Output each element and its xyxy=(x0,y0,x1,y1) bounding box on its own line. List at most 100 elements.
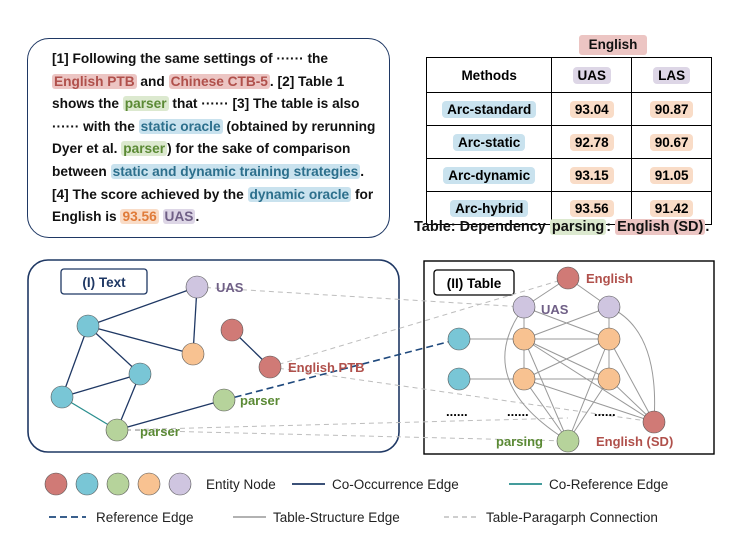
node-las-header xyxy=(597,295,621,319)
co-occurrence-edge xyxy=(87,286,198,327)
method-label: Arc-hybrid xyxy=(450,199,529,217)
node-uas-header xyxy=(512,295,536,319)
header-las: LAS xyxy=(631,57,712,93)
las-cell: 90.67 xyxy=(631,125,712,159)
text-segment: (obtained by rerunning Dyer et al. xyxy=(52,118,376,157)
connection-edge xyxy=(269,366,655,423)
table-structure-edge xyxy=(523,306,610,340)
method-cell: Arc-standard xyxy=(425,92,553,126)
text-graph-title: (I) Text xyxy=(82,275,126,290)
las-cell: 91.05 xyxy=(631,158,712,192)
entity-parser: parser xyxy=(122,96,169,112)
legend-table-structure: Table-Structure Edge xyxy=(273,510,400,525)
caption-mid: : xyxy=(606,219,616,235)
label-english-ptb: English PTB xyxy=(288,360,365,375)
text-graph-title-box xyxy=(60,268,148,295)
entity-dynamic-oracle: dynamic oracle xyxy=(247,186,352,202)
uas-cell: 92.78 xyxy=(551,125,633,159)
uas-cell: 93.04 xyxy=(551,92,633,126)
entity-chinese-ctb: Chinese CTB-5 xyxy=(168,73,270,89)
text-segment: [1] Following the same settings of ·····… xyxy=(52,51,329,66)
legend-node-orange xyxy=(137,472,161,496)
header-uas: UAS xyxy=(551,57,633,93)
connection-edge xyxy=(196,286,525,308)
reference-edge xyxy=(223,338,460,401)
las-value: 91.05 xyxy=(649,166,694,184)
text-segment: that ······ [3] The table is also ······… xyxy=(52,96,360,134)
caption-prefix: Table: Dependency xyxy=(414,219,550,235)
table-graph-title-box xyxy=(433,269,515,296)
method-cell: Arc-static xyxy=(425,125,553,159)
text-segment: . [4] The score achieved by the xyxy=(52,163,365,202)
entity-static-oracle: static oracle xyxy=(138,118,223,134)
table-graph-title: (II) Table xyxy=(447,276,502,291)
text-graph-panel xyxy=(27,259,400,453)
co-occurrence-edge xyxy=(116,399,225,431)
entity-score: 93.56 xyxy=(120,209,159,225)
node-method xyxy=(447,327,471,351)
label-parser-a: parser xyxy=(240,393,280,408)
legend-entity-node: Entity Node xyxy=(206,477,276,492)
table-row: Arc-dynamic 93.15 91.05 xyxy=(425,158,712,192)
table-structure-edge xyxy=(523,338,655,423)
uas-value: 93.56 xyxy=(569,199,614,217)
las-cell: 90.87 xyxy=(631,92,712,126)
method-cell: Arc-hybrid xyxy=(425,191,553,225)
las-value: 90.87 xyxy=(649,100,694,118)
table-structure-edge xyxy=(567,338,610,442)
node-chinese-ctb xyxy=(220,318,244,342)
entity-uas: UAS xyxy=(162,209,196,225)
co-occurrence-edge xyxy=(61,373,141,398)
node-english xyxy=(556,266,580,290)
label-uas: UAS xyxy=(216,280,244,295)
results-table: Methods UAS LAS Arc-standard 93.04 90.87… xyxy=(425,57,712,225)
text-segment: ) for the sake of comparison between xyxy=(52,141,351,179)
caption-english-sd: English (SD) xyxy=(615,219,706,235)
legend-node-green xyxy=(106,472,130,496)
entity-english-ptb: English PTB xyxy=(52,73,137,89)
co-occurrence-edge xyxy=(87,325,194,355)
header-las-label: LAS xyxy=(653,66,691,84)
node-uas xyxy=(185,275,209,299)
ellipsis: ...... xyxy=(594,404,616,419)
label-parser-b: parser xyxy=(140,424,180,439)
node-value xyxy=(512,367,536,391)
legend-reference: Reference Edge xyxy=(96,510,194,525)
entity-strategies: static and dynamic training strategies xyxy=(110,163,361,179)
text-segment: . [2] Table 1 shows the xyxy=(52,73,345,112)
node-value xyxy=(597,327,621,351)
legend-co-occurrence: Co-Occurrence Edge xyxy=(332,477,459,492)
node-value xyxy=(597,367,621,391)
text-segment: . xyxy=(195,209,200,225)
table-group-header: English xyxy=(579,35,647,55)
node-dynamic-oracle xyxy=(128,362,152,386)
header-uas-label: UAS xyxy=(572,66,612,84)
header-methods: Methods xyxy=(425,57,553,93)
table-row: Arc-static 92.78 90.67 xyxy=(425,125,712,159)
node-value xyxy=(512,327,536,351)
node-parser-b xyxy=(105,418,129,442)
co-occurrence-edge xyxy=(61,325,89,398)
table-structure-edge xyxy=(523,378,569,442)
table-structure-edge xyxy=(608,338,655,423)
table-structure-edge xyxy=(523,378,655,423)
co-occurrence-edge xyxy=(87,325,141,375)
connection-edge xyxy=(116,429,569,442)
las-value: 91.42 xyxy=(649,199,694,217)
legend-node-blue xyxy=(75,472,99,496)
method-label: Arc-standard xyxy=(442,100,537,118)
legend-table-paragraph: Table-Paragarph Connection xyxy=(486,510,658,525)
legend-co-reference: Co-Reference Edge xyxy=(549,477,668,492)
node-english-sd xyxy=(642,410,666,434)
las-value: 90.67 xyxy=(649,133,694,151)
caption-end: . xyxy=(705,219,710,235)
node-strategies xyxy=(50,385,74,409)
label-english: English xyxy=(586,271,633,286)
table-row: Arc-standard 93.04 90.87 xyxy=(425,92,712,126)
text-segment: for English is xyxy=(52,186,374,225)
legend-node-purple xyxy=(168,472,192,496)
ellipsis: ...... xyxy=(446,404,468,419)
table-header-row: Methods UAS LAS xyxy=(425,57,712,93)
connection-edge xyxy=(269,277,569,368)
label-parsing: parsing xyxy=(496,434,543,449)
